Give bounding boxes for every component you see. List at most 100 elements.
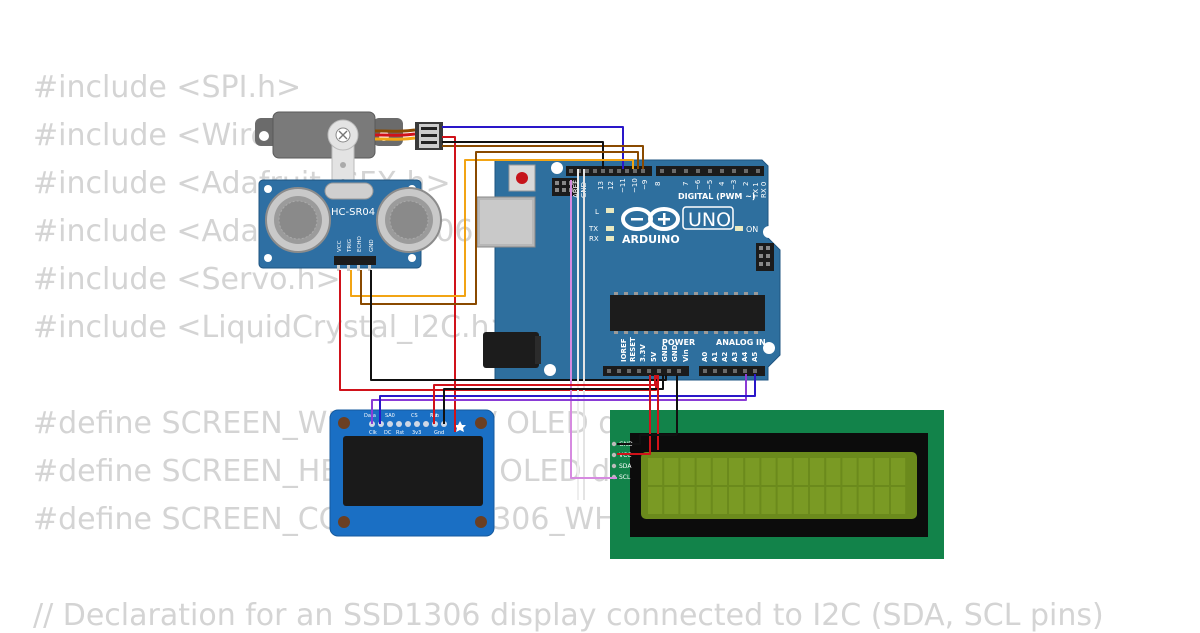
pin-label: A2 <box>721 352 729 362</box>
pin-label: RESET <box>629 337 637 362</box>
lcd-cell <box>761 487 776 514</box>
pin-label: VCC <box>337 240 343 252</box>
pin-label: 3v3 <box>412 430 421 436</box>
wire-oled-gnd <box>443 375 664 424</box>
star-logo-icon <box>454 421 466 432</box>
lcd-cell <box>696 487 711 514</box>
pin-label: VCC <box>619 452 631 459</box>
led-label-on: ON <box>746 225 758 234</box>
pin-label: SDA <box>619 463 632 470</box>
led-rx <box>606 236 614 241</box>
pin-label: ~3 <box>730 180 738 190</box>
wire-lcd-vcc <box>617 375 651 455</box>
pin-label: 5V <box>650 351 658 362</box>
lcd-cell <box>745 487 760 514</box>
wire-sensor-gnd <box>370 270 667 381</box>
board-brand: ARDUINO <box>622 233 680 246</box>
lcd-cell <box>826 458 841 485</box>
pin-label: RX 0 <box>760 182 768 198</box>
lcd-cell <box>810 458 825 485</box>
lcd-character-grid <box>648 458 906 514</box>
oled-screen <box>343 436 483 506</box>
lcd-cell <box>712 487 727 514</box>
mounting-hole <box>763 226 775 238</box>
wire-servo-signal <box>442 126 624 169</box>
servo-motor[interactable] <box>255 111 443 196</box>
pin-label: 2 <box>742 182 750 186</box>
lcd-cell <box>858 458 873 485</box>
pin-label: AREF <box>572 180 580 198</box>
pin-label: A0 <box>701 352 709 362</box>
pin-label: ~9 <box>641 180 649 190</box>
lcd-cell <box>858 487 873 514</box>
uno-badge <box>682 206 734 230</box>
lcd-cell <box>712 458 727 485</box>
lcd-cell <box>729 487 744 514</box>
pin-label: 13 <box>597 181 605 190</box>
lcd-cell <box>761 458 776 485</box>
mounting-hole <box>475 516 487 528</box>
lcd-cell <box>810 487 825 514</box>
lcd-cell <box>793 458 808 485</box>
pin-label: Data <box>364 413 376 419</box>
oled-display-module[interactable]: Data SA0 CS Rst Clk DC Rst 3v3 Vin Gnd <box>329 409 495 537</box>
arduino-uno-board[interactable]: AREF GND 13 12 ~11 ~10 ~9 8 7 ~6 ~5 4 ~3… <box>476 159 781 381</box>
wire-servo-vcc <box>442 136 456 432</box>
pin-label: TX 1 <box>752 182 760 199</box>
power-header <box>603 366 689 376</box>
mounting-hole <box>551 162 563 174</box>
mounting-hole <box>338 417 350 429</box>
wire-servo-ground <box>442 145 644 169</box>
lcd-cell <box>680 487 695 514</box>
pin-label: SA0 <box>385 413 395 419</box>
lcd-cell <box>842 458 857 485</box>
pin-label: CS <box>411 413 418 419</box>
digital-header-title: DIGITAL (PWM ~) <box>678 192 756 201</box>
pin-label: A3 <box>731 352 739 362</box>
pin-label: SCL <box>619 474 631 481</box>
mounting-hole <box>264 185 272 193</box>
pin-label: ~10 <box>631 178 639 193</box>
pin-label: 7 <box>682 182 690 186</box>
lcd-cell <box>648 458 663 485</box>
board-model: UNO <box>688 209 731 231</box>
wires <box>339 126 756 500</box>
lcd-cell <box>874 487 889 514</box>
pin-label: GND <box>661 344 669 362</box>
sensor-model-label: HC-SR04 <box>331 207 375 218</box>
mounting-hole <box>475 417 487 429</box>
lcd-cell <box>826 487 841 514</box>
lcd-i2c-display[interactable]: GND VCC SDA SCL <box>610 410 944 559</box>
led-label-l: L <box>595 208 599 216</box>
pin-label: ECHO <box>357 236 363 252</box>
mounting-hole <box>264 254 272 262</box>
pin-label: DC <box>384 430 392 436</box>
pin-label: 3.3V <box>639 344 647 362</box>
pin-label: 4 <box>718 181 726 186</box>
led-label-rx: RX <box>589 235 599 243</box>
lcd-cell <box>793 487 808 514</box>
mounting-hole <box>544 364 556 376</box>
pin-label: Gnd <box>434 430 444 436</box>
pin-label: IOREF <box>620 338 628 362</box>
mounting-hole <box>408 254 416 262</box>
servo-wire-brown <box>374 128 416 133</box>
pin-label: GND <box>671 344 679 362</box>
wire-sensor-echo <box>360 151 639 305</box>
pin-label: ~5 <box>706 180 714 190</box>
mounting-hole <box>338 516 350 528</box>
lcd-cell <box>648 487 663 514</box>
lcd-cell <box>664 487 679 514</box>
lcd-cell <box>874 458 889 485</box>
analog-header-title: ANALOG IN <box>716 338 766 347</box>
power-jack <box>483 332 539 368</box>
pin-label: GND <box>369 239 375 252</box>
lcd-cell <box>891 487 906 514</box>
servo-wire-orange <box>374 136 416 141</box>
lcd-cell <box>696 458 711 485</box>
icsp-header-right <box>756 243 774 271</box>
ultrasonic-sensor-hc-sr04[interactable]: HC-SR04 VCC TRIG ECHO GND <box>258 179 442 271</box>
wire-oled-scl <box>379 374 756 424</box>
transducer-right-icon <box>376 187 442 253</box>
